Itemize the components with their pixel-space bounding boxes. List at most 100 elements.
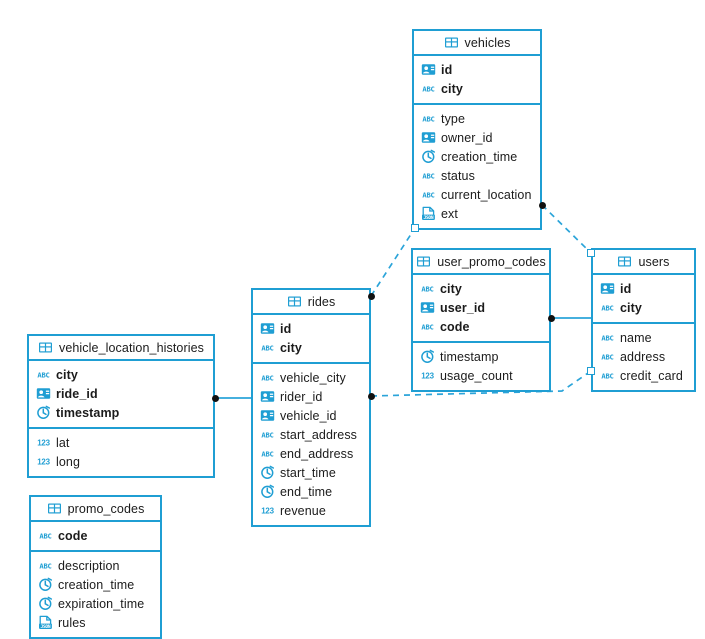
field-row[interactable]: 123 long <box>29 452 213 471</box>
abc-text-icon: ABC <box>260 340 275 355</box>
table-icon <box>444 35 459 50</box>
relationship-rides-to-vehicles[interactable] <box>370 227 416 297</box>
field-row[interactable]: owner_id <box>414 128 540 147</box>
abc-text-icon: ABC <box>600 368 615 383</box>
field-row[interactable]: vehicle_id <box>253 406 369 425</box>
clock-icon <box>420 349 435 364</box>
field-row[interactable]: ABC city <box>253 338 369 357</box>
field-row[interactable]: id <box>253 319 369 338</box>
svg-text:ABC: ABC <box>261 373 273 382</box>
field-label: creation_time <box>58 577 135 592</box>
field-row[interactable]: ABC end_address <box>253 444 369 463</box>
svg-text:ABC: ABC <box>421 322 433 331</box>
entity-header-rides[interactable]: rides <box>253 290 369 315</box>
field-row[interactable]: id <box>593 279 694 298</box>
field-row[interactable]: creation_time <box>31 575 160 594</box>
svg-text:ABC: ABC <box>261 430 273 439</box>
field-label: end_address <box>280 446 354 461</box>
field-label: city <box>280 340 302 355</box>
entity-header-promo_codes[interactable]: promo_codes <box>31 497 160 522</box>
relationship-endpoint-dot <box>367 292 375 300</box>
field-row[interactable]: start_time <box>253 463 369 482</box>
field-label: rules <box>58 615 86 630</box>
field-row[interactable]: ABC name <box>593 328 694 347</box>
field-label: name <box>620 330 652 345</box>
123-number-icon: 123 <box>36 435 51 450</box>
relationship-endpoint-dot <box>547 314 555 322</box>
entity-header-users[interactable]: users <box>593 250 694 275</box>
field-row[interactable]: creation_time <box>414 147 540 166</box>
relationship-endpoint-square <box>411 224 419 232</box>
field-row[interactable]: timestamp <box>413 347 549 366</box>
field-row[interactable]: ABC city <box>414 79 540 98</box>
entity-title: vehicle_location_histories <box>58 340 205 355</box>
abc-text-icon: ABC <box>600 330 615 345</box>
abc-text-icon: ABC <box>420 281 435 296</box>
relationship-endpoint-dot <box>367 392 375 400</box>
abc-text-icon: ABC <box>260 427 275 442</box>
field-row[interactable]: user_id <box>413 298 549 317</box>
json-document-icon: JSON <box>421 206 436 221</box>
relationship-endpoint-dot <box>211 394 219 402</box>
abc-text-icon: ABC <box>260 446 275 461</box>
relationship-vehicles-to-users[interactable] <box>541 204 592 254</box>
clock-icon <box>38 596 53 611</box>
entity-title: users <box>638 254 670 269</box>
entity-header-vehicles[interactable]: vehicles <box>414 31 540 56</box>
field-row[interactable]: id <box>414 60 540 79</box>
entity-title: vehicles <box>464 35 511 50</box>
abc-text-icon: ABC <box>420 319 435 334</box>
field-label: long <box>56 454 81 469</box>
svg-text:ABC: ABC <box>422 84 434 93</box>
field-label: current_location <box>441 187 532 202</box>
svg-text:123: 123 <box>37 438 50 447</box>
field-row[interactable]: timestamp <box>29 403 213 422</box>
field-row[interactable]: rider_id <box>253 387 369 406</box>
field-label: expiration_time <box>58 596 145 611</box>
table-icon <box>38 340 53 355</box>
id-card-icon <box>36 386 51 401</box>
abc-text-icon: ABC <box>600 349 615 364</box>
field-row[interactable]: expiration_time <box>31 594 160 613</box>
field-row[interactable]: ride_id <box>29 384 213 403</box>
field-row[interactable]: end_time <box>253 482 369 501</box>
table-icon <box>416 254 431 269</box>
field-label: city <box>441 81 463 96</box>
123-number-icon: 123 <box>36 454 51 469</box>
entity-header-user_promo_codes[interactable]: user_promo_codes <box>413 250 549 275</box>
entity-header-vehicle_location_histories[interactable]: vehicle_location_histories <box>29 336 213 361</box>
entity-title: rides <box>307 294 336 309</box>
field-label: id <box>280 321 292 336</box>
field-label: revenue <box>280 503 326 518</box>
